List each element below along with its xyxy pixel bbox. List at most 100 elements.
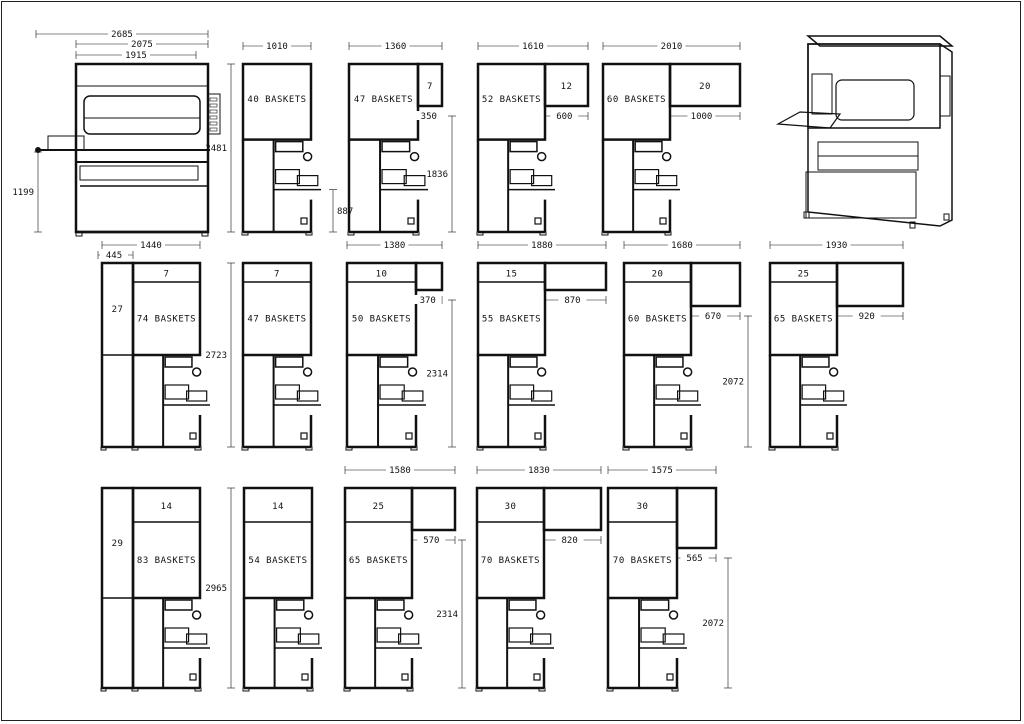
extension-storage	[542, 486, 603, 532]
dimension-label: 920	[859, 312, 875, 322]
drive-wheel-icon	[536, 151, 547, 162]
top-storage-count: 25	[798, 270, 810, 280]
dimension-label-bg	[414, 111, 443, 120]
foot	[768, 446, 776, 451]
basket-capacity-label: 70 BASKETS	[613, 556, 672, 566]
dimension-label-bg	[668, 240, 696, 249]
foot	[539, 231, 547, 236]
outfeed-tray	[655, 175, 678, 187]
drive-wheel-icon	[303, 610, 314, 620]
basket-gripper	[379, 356, 409, 368]
dispense-unit	[655, 384, 681, 400]
foot	[100, 446, 107, 451]
drive-wheel-icon	[409, 151, 420, 162]
foot	[475, 687, 483, 692]
foot	[622, 446, 630, 451]
foot	[201, 231, 209, 237]
dimension-label: 1575	[651, 466, 673, 476]
foot	[75, 231, 83, 237]
basket-capacity-label: 52 BASKETS	[482, 95, 541, 105]
dimension-label: 2010	[661, 42, 683, 52]
iso-infeed-tray	[775, 111, 842, 129]
drive-wheel-icon	[191, 610, 202, 620]
dimension-label-bg	[100, 250, 128, 259]
outfeed-tray	[186, 633, 208, 645]
extension-storage-count: 7	[427, 82, 433, 92]
basket-capacity-label: 65 BASKETS	[349, 556, 408, 566]
dispense-unit	[164, 627, 190, 643]
dimension-label: 1930	[826, 241, 848, 251]
dimension-label-bg	[417, 535, 446, 544]
basket-capacity-label: 74 BASKETS	[137, 315, 196, 325]
dispense-unit	[509, 169, 535, 185]
basket-gripper	[801, 356, 830, 368]
infeed-conveyor	[47, 135, 85, 151]
dimension-label: 1836	[426, 170, 448, 180]
switch-icon	[826, 432, 834, 440]
dimension-label-bg	[413, 295, 442, 304]
foot	[345, 446, 353, 451]
top-storage-count: 7	[164, 270, 170, 280]
basket-gripper	[376, 599, 405, 611]
foot	[412, 231, 420, 236]
dispense-unit	[509, 384, 535, 400]
outfeed-tray	[186, 390, 208, 402]
switch-icon	[534, 217, 542, 225]
basket-capacity-label: 47 BASKETS	[247, 315, 306, 325]
switch-icon	[401, 673, 409, 681]
control-panel	[207, 93, 221, 135]
dimension-label-bg	[852, 311, 881, 320]
extension-storage	[543, 62, 590, 108]
foot	[306, 687, 314, 692]
dispense-unit	[164, 384, 190, 400]
dimension-label: 1915	[125, 51, 147, 61]
outfeed-tray	[398, 633, 420, 645]
top-storage-count: 30	[637, 502, 649, 512]
foot	[406, 687, 414, 692]
foot	[831, 446, 839, 451]
top-storage-count: 14	[272, 502, 284, 512]
drive-wheel-icon	[536, 367, 547, 377]
dimension-label: 1360	[385, 42, 407, 52]
foot	[347, 231, 355, 236]
dispense-unit	[275, 169, 301, 185]
basket-capacity-label: 55 BASKETS	[482, 315, 541, 325]
drive-wheel-icon	[407, 367, 418, 377]
basket-gripper	[164, 599, 193, 611]
outfeed-tray	[401, 390, 424, 402]
outfeed-tray	[403, 175, 426, 187]
foot	[100, 687, 107, 692]
dimension-label: 2072	[722, 378, 744, 388]
dimension-label: 370	[420, 296, 436, 306]
dimension-label-bg	[108, 29, 136, 38]
control-button	[209, 109, 218, 114]
switch-icon	[407, 217, 415, 225]
dimension-label: 2481	[205, 144, 227, 154]
basket-capacity-label: 60 BASKETS	[628, 315, 687, 325]
dispense-unit	[801, 384, 827, 400]
basket-gripper	[655, 356, 684, 368]
foot	[131, 687, 139, 692]
dimension-label-bg	[555, 535, 584, 544]
dimension-label: 1680	[671, 241, 693, 251]
dimension-label-bg	[386, 465, 414, 474]
drive-wheel-icon	[668, 610, 679, 620]
basket-capacity-label: 50 BASKETS	[352, 315, 411, 325]
basket-cabinet	[241, 261, 313, 357]
drive-wheel-icon	[828, 367, 839, 377]
outfeed-tray	[296, 390, 319, 402]
dispense-unit	[640, 627, 666, 643]
outfeed-tray	[822, 390, 845, 402]
side-storage-count: 27	[112, 305, 124, 315]
iso-foot	[803, 211, 810, 219]
control-button	[209, 115, 218, 120]
dimension-label-bg	[525, 465, 553, 474]
foot	[242, 687, 250, 692]
extension-storage	[543, 261, 608, 292]
dimension-label-bg	[263, 41, 291, 50]
